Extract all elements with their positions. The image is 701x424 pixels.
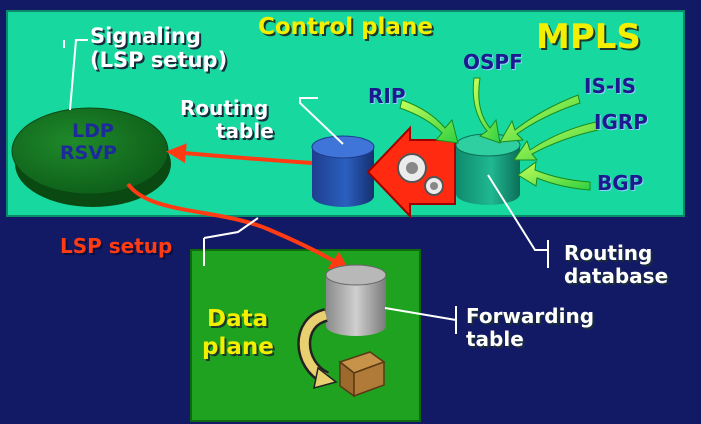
rsvp-label: RSVP bbox=[60, 142, 117, 164]
signaling-label-line2: (LSP setup) bbox=[90, 48, 228, 72]
forwarding-table-cylinder bbox=[325, 264, 387, 336]
lsp-setup-arrow bbox=[126, 182, 350, 272]
routing-table-label-line2: table bbox=[216, 119, 274, 143]
mpls-title: MPLS bbox=[536, 17, 641, 57]
routing-table-label-line1: Routing bbox=[180, 96, 269, 120]
forwarding-table-label-line2: table bbox=[466, 327, 524, 351]
curved-arrow-icon bbox=[297, 308, 338, 390]
control-plane-title: Control plane bbox=[258, 14, 433, 40]
isis-label: IS-IS bbox=[584, 74, 636, 98]
lsp-setup-label: LSP setup bbox=[60, 234, 173, 258]
data-plane-label-line1: Data bbox=[207, 306, 269, 332]
routing-table-cylinder bbox=[311, 135, 375, 207]
rip-label: RIP bbox=[368, 84, 406, 108]
forwarding-table-label-line1: Forwarding bbox=[466, 304, 595, 328]
routing-database-label-line2: database bbox=[564, 264, 669, 288]
signaling-label-line1: Signaling bbox=[90, 24, 201, 48]
gear-icon bbox=[397, 153, 444, 196]
protocol-arrows bbox=[399, 77, 599, 191]
callout-lines bbox=[63, 39, 549, 334]
ospf-label: OSPF bbox=[463, 50, 523, 74]
routing-database-label-line1: Routing bbox=[564, 241, 653, 265]
routing-to-signaling-arrow bbox=[166, 143, 313, 165]
igrp-label: IGRP bbox=[594, 110, 648, 134]
package-icon bbox=[338, 351, 386, 398]
bgp-label: BGP bbox=[597, 171, 644, 195]
ldp-label: LDP bbox=[72, 120, 114, 142]
data-plane-label-line2: plane bbox=[202, 334, 274, 360]
routing-database-cylinder bbox=[455, 133, 521, 205]
population-arrow bbox=[366, 125, 456, 219]
